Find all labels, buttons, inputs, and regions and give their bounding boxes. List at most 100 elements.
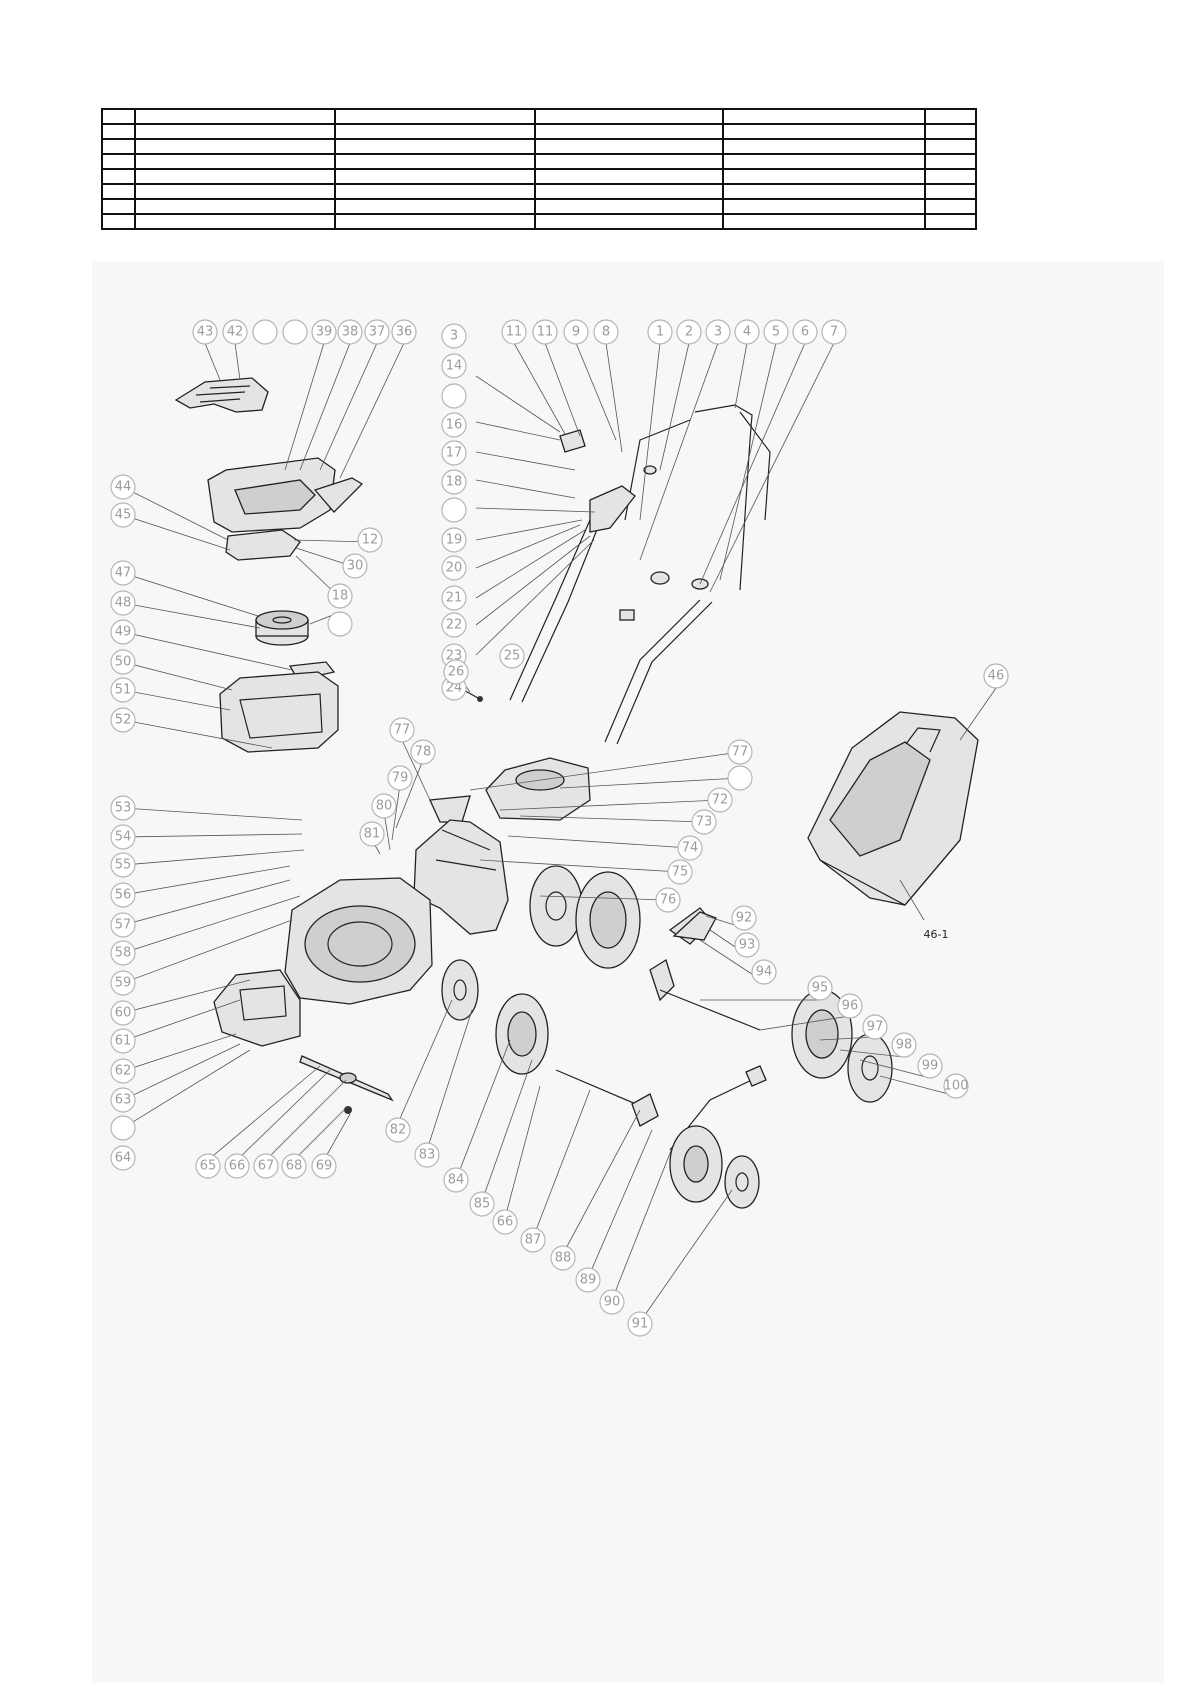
table-cell: [334, 153, 536, 170]
table-cell: [534, 153, 724, 170]
part-callout: 99: [917, 1053, 943, 1079]
part-callout: 45: [110, 502, 136, 528]
callout-number: 7: [830, 325, 838, 340]
part-callout: 88: [550, 1245, 576, 1271]
callout-circle: [734, 319, 760, 345]
callout-number: 79: [392, 771, 409, 786]
callout-number: 45: [115, 508, 132, 523]
hubcap-92: [672, 911, 717, 941]
callout-circle: [110, 474, 136, 500]
callout-circle: [110, 1087, 136, 1113]
callout-circle: [385, 1117, 411, 1143]
callout-number: 75: [672, 865, 689, 880]
callout-circle: [441, 323, 467, 349]
table-cell: [134, 198, 336, 215]
callout-circle: [731, 905, 757, 931]
table-cell: [924, 123, 977, 140]
part-callout: 11: [532, 319, 558, 345]
callout-number: 92: [736, 911, 753, 926]
callout-circle: [441, 383, 467, 409]
mower-deck: [213, 877, 433, 1047]
callout-number: 11: [537, 325, 554, 340]
part-callout: 64: [110, 1145, 136, 1171]
table-row: [101, 183, 977, 200]
table-row: [101, 153, 977, 170]
part-callout: [252, 319, 278, 345]
callout-number: 99: [922, 1059, 939, 1074]
callout-number: 3: [714, 325, 722, 340]
callout-circle: [441, 497, 467, 523]
table-cell: [722, 168, 926, 185]
callout-number: 38: [342, 325, 359, 340]
callout-number: 62: [115, 1064, 132, 1079]
callout-circle: [311, 1153, 337, 1179]
part-callout: 61: [110, 1028, 136, 1054]
part-callout: 94: [751, 959, 777, 985]
part-callout: 14: [441, 353, 467, 379]
callout-circle: [441, 469, 467, 495]
table-cell: [134, 123, 336, 140]
table-cell: [924, 138, 977, 155]
rear-wheel-right-cap: [847, 1033, 893, 1103]
callout-circle: [110, 1145, 136, 1171]
part-callout: 97: [862, 1014, 888, 1040]
parts-table: [101, 108, 977, 230]
callout-circle: [751, 959, 777, 985]
callout-circle: [110, 940, 136, 966]
motor-housing: [207, 457, 364, 533]
table-cell: [334, 108, 536, 125]
front-wheel-right: [669, 1125, 723, 1203]
callout-circle: [443, 659, 469, 685]
part-callout: 93: [734, 932, 760, 958]
motor: [255, 610, 309, 646]
part-callout: 8: [593, 319, 619, 345]
part-callout: 11: [501, 319, 527, 345]
part-callout: 60: [110, 1000, 136, 1026]
callout-number: 57: [115, 918, 132, 933]
table-row: [101, 123, 977, 140]
callout-number: 96: [842, 999, 859, 1014]
callout-number: 30: [347, 559, 364, 574]
callout-circle: [371, 793, 397, 819]
callout-number: 44: [115, 480, 132, 495]
table-cell: [924, 153, 977, 170]
callout-circle: [110, 1115, 136, 1141]
part-callout: 52: [110, 707, 136, 733]
control-box: [559, 429, 636, 533]
part-callout: 3: [705, 319, 731, 345]
part-callout: 51: [110, 677, 136, 703]
callout-circle: [501, 319, 527, 345]
handle-upper: [624, 404, 771, 591]
callout-circle: [727, 765, 753, 791]
callout-number: 36: [396, 325, 413, 340]
callout-number: 87: [525, 1233, 542, 1248]
callout-circle: [667, 859, 693, 885]
callout-number: 88: [555, 1251, 572, 1266]
part-callout: 48: [110, 590, 136, 616]
callout-number: 73: [696, 815, 713, 830]
callout-number: 49: [115, 625, 132, 640]
callout-number: 66: [497, 1215, 514, 1230]
callout-number: 47: [115, 566, 132, 581]
part-callout: 69: [311, 1153, 337, 1179]
callout-number: 95: [812, 981, 829, 996]
callout-circle: [327, 611, 353, 637]
callout-circle: [110, 502, 136, 528]
callout-number: 72: [712, 793, 729, 808]
part-callout: 26: [443, 659, 469, 685]
callout-number: 67: [258, 1159, 275, 1174]
part-callout: 75: [667, 859, 693, 885]
table-row: [101, 213, 977, 230]
part-callout: 63: [110, 1087, 136, 1113]
part-callout: 58: [110, 940, 136, 966]
callout-circle: [707, 787, 733, 813]
table-row: [101, 138, 977, 155]
callout-number: 74: [682, 841, 699, 856]
callout-number: 93: [739, 938, 756, 953]
part-callout: 56: [110, 882, 136, 908]
part-callout: 18: [327, 583, 353, 609]
callout-number: 48: [115, 596, 132, 611]
part-callout: 62: [110, 1058, 136, 1084]
callout-circle: [627, 1311, 653, 1337]
